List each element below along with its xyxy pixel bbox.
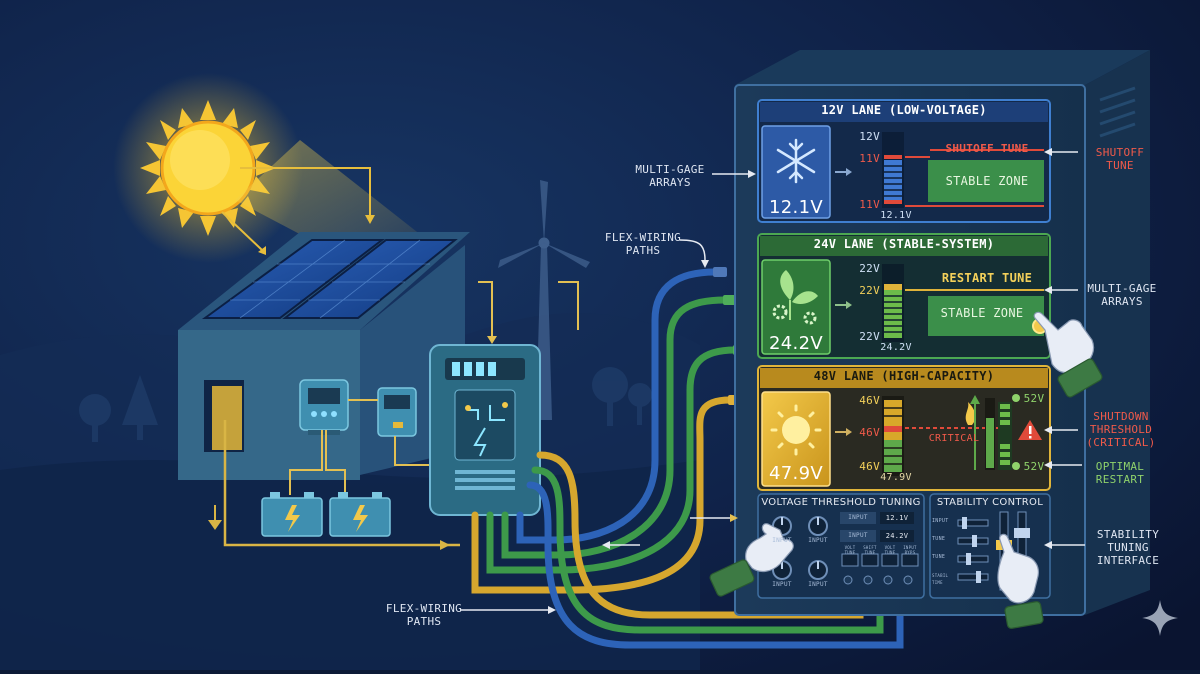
sun-icon — [113, 73, 303, 263]
snowflake-icon — [776, 138, 816, 184]
charge-controller-icon — [299, 379, 349, 435]
battery-icon — [261, 492, 323, 537]
lane-12v-gauge-value: 12.1V — [880, 210, 912, 221]
lane-24v-gauge-low: 22V — [859, 330, 880, 343]
lane-48v-reading: 47.9V — [769, 463, 823, 484]
lane-48v-max-value: 52V — [1023, 392, 1045, 405]
lane-48v-critical: CRITICAL — [928, 433, 980, 444]
inverter-icon — [377, 387, 417, 437]
sun-icon — [770, 404, 822, 456]
callout-arrows — [460, 151, 1085, 611]
slider-label: STABIL TIME — [932, 573, 949, 585]
lane-24v — [757, 233, 1051, 359]
slider-label: TUNE — [932, 554, 946, 560]
lane-48v-restart-value: 52V — [1023, 460, 1045, 473]
converter-cabinet-icon — [429, 344, 541, 516]
lane-48v-gauge-value: 47.9V — [880, 472, 912, 483]
sparkle-icon — [1142, 600, 1178, 636]
lane-12v-title: 12V LANE (LOW-VOLTAGE) — [821, 103, 987, 117]
slider-label: TUNE — [932, 536, 946, 542]
lane-12v-gauge-low: 11V — [859, 198, 880, 211]
lane-48v-gauge-top: 46V — [859, 394, 880, 407]
house-icon — [178, 232, 470, 480]
input-row-value: 24.2V — [885, 532, 909, 540]
hand-pointer-icon — [1033, 311, 1103, 398]
slider-label: INPUT — [932, 518, 949, 524]
knob-label: INPUT — [808, 537, 828, 544]
hand-pointer-icon — [997, 533, 1044, 629]
knob-label: INPUT — [808, 581, 828, 588]
lane-48v-gauge-mid: 46V — [859, 426, 880, 439]
lane-24v-stable-zone: STABLE ZONE — [940, 306, 1024, 320]
warning-icon — [1018, 420, 1042, 440]
lane-24v-restart-tune: RESTART TUNE — [941, 271, 1033, 285]
input-row-label: INPUT — [848, 532, 868, 539]
input-row-label: INPUT — [848, 514, 868, 521]
lane-24v-reading: 24.2V — [769, 333, 823, 354]
lane-12v-reading: 12.1V — [769, 197, 823, 218]
knob-label: INPUT — [772, 537, 792, 544]
lane-12v-stable-zone: STABLE ZONE — [945, 174, 1029, 188]
hand-pointer-icon — [709, 523, 794, 597]
lane-48v-title: 48V LANE (HIGH-CAPACITY) — [813, 369, 995, 383]
selector-label: SHIFT TUNE — [863, 545, 877, 555]
tree-icon — [79, 367, 652, 442]
lane-12v-gauge-mid: 11V — [859, 152, 880, 165]
lane-24v-gauge-top: 22V — [859, 262, 880, 275]
leaf-gear-icon — [772, 270, 818, 325]
selector-label: INPUT BYPS — [903, 545, 917, 555]
solar-panel-icon — [201, 239, 385, 319]
lane-24v-gauge-value: 24.2V — [880, 342, 912, 353]
threshold-panel-title: VOLTAGE THRESHOLD TUNING — [761, 497, 921, 508]
flex-wiring-paths — [471, 268, 904, 649]
input-row-value: 12.1V — [885, 514, 909, 522]
knob-label: INPUT — [772, 581, 792, 588]
lane-48v-gauge-low: 46V — [859, 460, 880, 473]
selector-label: VOLT TUNE — [884, 545, 896, 555]
callout-arrowheads — [548, 148, 1052, 614]
house-wiring — [289, 281, 579, 495]
selector-label: VOLT TUNE — [844, 545, 856, 555]
lane-24v-gauge-mid: 22V — [859, 284, 880, 297]
lane-12v-shutoff-tune: SHUTOFF TUNE — [945, 142, 1029, 155]
sun-arrows — [221, 167, 371, 251]
lane-12v-gauge-top: 12V — [859, 130, 880, 143]
lane-12v — [757, 99, 1051, 223]
lane-48v — [757, 365, 1051, 491]
battery-icon — [329, 492, 391, 537]
stability-panel-title: STABILITY CONTROL — [936, 497, 1044, 508]
lane-24v-title: 24V LANE (STABLE-SYSTEM) — [813, 237, 995, 251]
